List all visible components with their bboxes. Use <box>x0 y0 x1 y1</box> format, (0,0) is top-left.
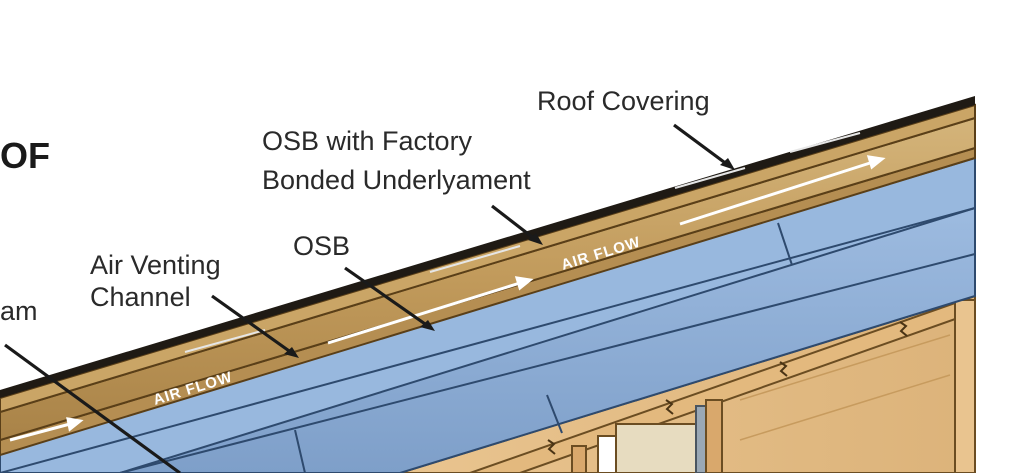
shingle-highlight-3 <box>674 167 746 189</box>
label-roof-covering: Roof Covering <box>537 86 710 116</box>
stud-3 <box>705 399 723 473</box>
title-fragment: OF <box>0 135 50 176</box>
label-partial-left: am <box>0 296 38 326</box>
insulation-joint-1 <box>294 429 306 473</box>
shingle-highlight-2 <box>429 245 521 273</box>
plate-joint-2 <box>665 399 674 415</box>
insulation-layer-upper <box>0 156 976 473</box>
leader-lines <box>4 123 735 473</box>
label-air-venting-line1: Air Venting <box>90 250 221 280</box>
plate-joint-3 <box>779 361 788 377</box>
window-gap <box>597 435 617 473</box>
stud-2 <box>695 405 707 473</box>
label-osb-factory-line2: Bonded Underlyament <box>262 165 531 195</box>
label-air-venting-line2: Channel <box>90 282 191 312</box>
insulation-batt <box>615 423 697 473</box>
shingle-highlight-1 <box>184 329 266 353</box>
air-flow-arrows <box>9 155 886 442</box>
shingle-highlight-4 <box>789 132 861 153</box>
label-osb: OSB <box>293 231 350 261</box>
insulation-seam-1 <box>0 207 976 473</box>
label-osb-factory-line1: OSB with Factory <box>262 126 473 156</box>
stud-1 <box>571 445 587 473</box>
wood-grain-1 <box>739 334 951 401</box>
wood-grain-2 <box>739 374 951 441</box>
stud-4 <box>954 299 976 473</box>
plate-joint-1 <box>547 439 556 455</box>
insulation-seam-2 <box>119 253 976 473</box>
insulation-joint-3 <box>777 222 793 266</box>
plate-joint-4 <box>899 321 908 337</box>
insulation-joint-2 <box>546 394 563 434</box>
